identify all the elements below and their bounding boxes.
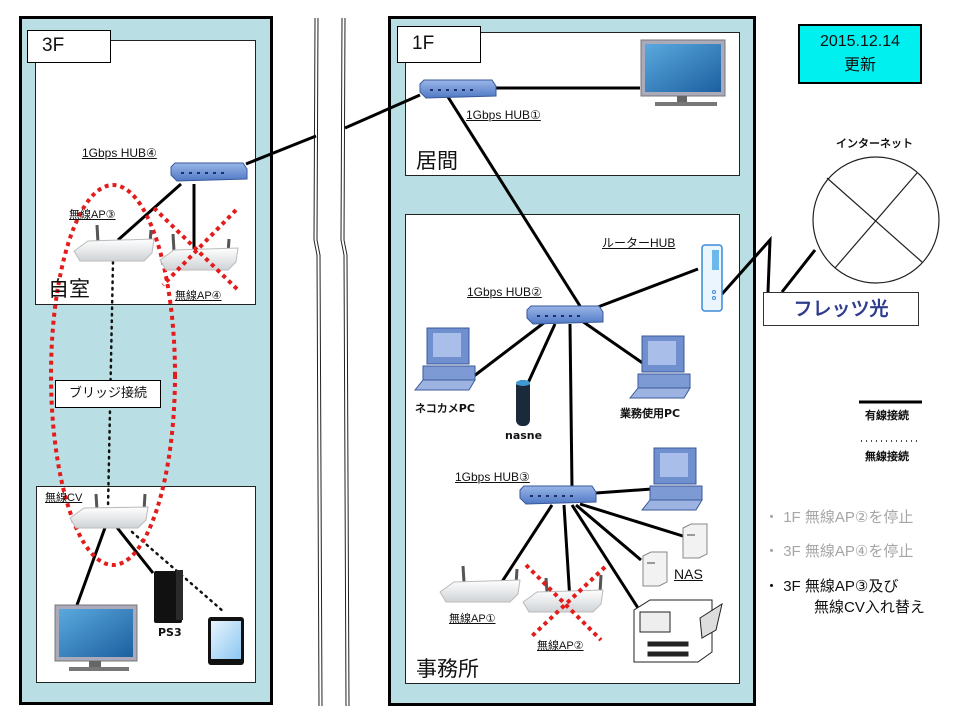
ps3-icon — [154, 570, 183, 623]
link-hub1-hub2 — [446, 96, 582, 307]
link-hub2-router — [589, 267, 699, 312]
label-cv: 無線CV — [45, 492, 83, 504]
router-icon — [701, 244, 723, 312]
note-item-continued: 無線CV入れ替え — [814, 596, 925, 617]
link-hub2-nekokame — [473, 320, 546, 378]
note-text: 3F 無線AP③及び — [783, 578, 899, 595]
label-hub4: 1Gbps HUB④ — [82, 146, 157, 160]
link-hub4-divider — [245, 134, 317, 166]
link-hub4-ap3 — [117, 182, 182, 242]
nas-icon — [642, 523, 708, 587]
room-name-jishitsu: 自室 — [48, 277, 90, 301]
label-nekokame-pc: ネコカメPC — [415, 402, 475, 415]
label-ap2: 無線AP② — [537, 640, 584, 652]
label-hub2: 1Gbps HUB② — [467, 285, 542, 299]
flets-box: フレッツ光 — [763, 292, 919, 326]
note-bullet: ・ — [764, 509, 780, 526]
building-divider — [313, 17, 350, 707]
note-bullet: ・ — [764, 578, 780, 595]
wireless-links — [106, 260, 226, 614]
hub-icon — [170, 79, 604, 505]
label-nasne: nasne — [505, 429, 543, 442]
link-cv-tv — [75, 524, 108, 606]
link-hub3-pc — [595, 487, 653, 495]
bridge-oval — [49, 183, 177, 567]
note-item: ・ 3F 無線AP④を停止 — [764, 540, 913, 561]
note-text: 3F 無線AP④を停止 — [783, 543, 914, 560]
label-hub1: 1Gbps HUB① — [466, 108, 541, 122]
floor-tag-3f-text: 3F — [42, 35, 65, 56]
legend-wireless-label: 無線接続 — [865, 450, 909, 463]
update-date-box: 2015.12.14 更新 — [798, 24, 922, 84]
link-hub2-nasne — [526, 323, 557, 384]
note-item: ・ 3F 無線AP③及び — [764, 575, 898, 596]
label-ap1: 無線AP① — [449, 613, 496, 625]
flets-label: フレッツ光 — [793, 298, 889, 320]
note-item: ・ 1F 無線AP②を停止 — [764, 506, 913, 527]
note-text: 無線CV入れ替え — [814, 599, 925, 616]
label-ap3: 無線AP③ — [69, 209, 116, 221]
room-name-living: 居間 — [416, 149, 458, 173]
link-router-flets — [720, 235, 772, 295]
internet-label: インターネット — [836, 137, 913, 150]
label-router: ルーターHUB — [602, 236, 676, 250]
nasne-icon — [516, 380, 530, 426]
stop-mark-icon — [152, 206, 607, 642]
link-divider-hub1 — [344, 93, 421, 130]
floor-tag-1f-text: 1F — [412, 33, 435, 54]
label-hub3: 1Gbps HUB③ — [455, 470, 530, 484]
link-hub3-ap2 — [562, 504, 572, 602]
link-hub2-hub3 — [568, 323, 574, 489]
link-hub3-nas1 — [575, 503, 642, 562]
floor-tag-1f: 1F — [397, 26, 481, 63]
floor-tag-3f: 3F — [27, 30, 111, 63]
wireless-ap-icon — [69, 224, 604, 613]
update-date: 2015.12.14 — [819, 33, 901, 50]
update-label: 更新 — [843, 57, 876, 74]
label-work-pc: 業務使用PC — [620, 407, 681, 420]
label-nas: NAS — [674, 566, 703, 582]
desktop-pc-icon — [413, 327, 703, 511]
note-text: 1F 無線AP②を停止 — [783, 509, 914, 526]
link-hub3-printer — [570, 504, 640, 609]
link-cv-ps3 — [113, 524, 155, 574]
internet-icon — [812, 156, 940, 284]
label-ap4: 無線AP④ — [175, 290, 222, 302]
bridge-label: ブリッジ接続 — [55, 380, 161, 408]
link-flets-internet — [780, 249, 817, 293]
link-hub3-nas2 — [579, 502, 687, 539]
link-hub2-workpc — [581, 319, 645, 366]
legend-wired-label: 有線接続 — [865, 409, 909, 422]
tablet-icon — [208, 617, 244, 665]
note-bullet: ・ — [764, 543, 780, 560]
tv-icon — [54, 39, 726, 671]
label-ps3: PS3 — [158, 626, 182, 639]
printer-icon — [633, 599, 723, 663]
wired-links — [75, 86, 817, 609]
room-name-office: 事務所 — [416, 657, 479, 681]
link-hub3-ap1 — [492, 504, 554, 595]
